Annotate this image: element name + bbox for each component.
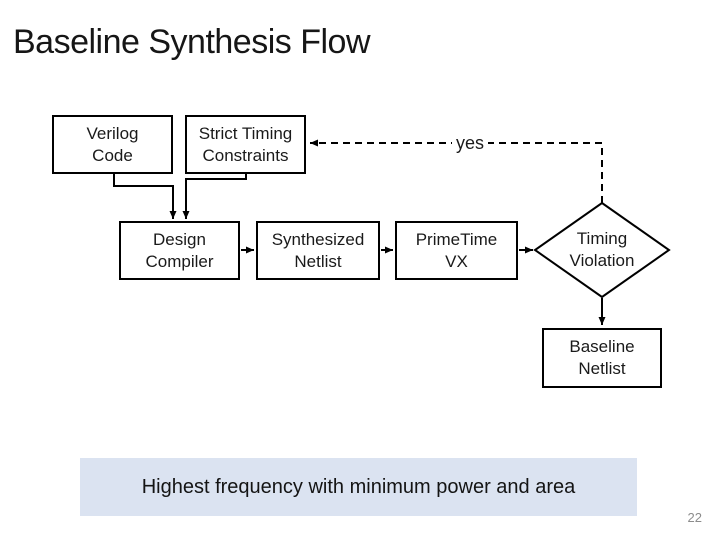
edge-label-yes: yes	[452, 131, 489, 155]
node-strict-timing-constraints: Strict Timing Constraints	[185, 115, 306, 174]
node-timing-violation-line1: Timing	[576, 229, 628, 248]
node-design-compiler: Design Compiler	[119, 221, 240, 280]
node-synthesized-netlist-line2: Netlist	[294, 251, 342, 271]
node-verilog-code-line1: Verilog	[86, 123, 139, 143]
page-title: Baseline Synthesis Flow	[13, 23, 371, 61]
timing-violation-diamond	[533, 201, 671, 299]
node-timing-violation-label: Timing Violation	[547, 227, 657, 273]
connector-constraints-to-design-compiler	[182, 174, 247, 219]
feedback-yes-arrow	[310, 139, 603, 203]
node-design-compiler-line1: Design	[153, 229, 206, 249]
connector-verilog-to-design-compiler	[113, 174, 177, 219]
page-number: 22	[687, 510, 702, 525]
node-primetime-vx: PrimeTime VX	[395, 221, 518, 280]
node-verilog-code: Verilog Code	[52, 115, 173, 174]
node-primetime-vx-line1: PrimeTime	[415, 229, 498, 249]
node-synthesized-netlist-line1: Synthesized	[271, 229, 365, 249]
node-baseline-netlist-line1: Baseline	[569, 337, 635, 356]
caption-text: Highest frequency with minimum power and…	[141, 476, 576, 498]
node-timing-violation-line2: Violation	[569, 251, 635, 270]
node-strict-timing-constraints-line1: Strict Timing	[198, 123, 293, 143]
node-baseline-netlist: Baseline Netlist	[542, 328, 662, 388]
node-baseline-netlist-line2: Netlist	[578, 359, 626, 378]
caption-box: Highest frequency with minimum power and…	[80, 458, 637, 516]
node-strict-timing-constraints-line2: Constraints	[202, 145, 289, 165]
node-verilog-code-line2: Code	[92, 145, 133, 165]
node-primetime-vx-line2: VX	[445, 251, 468, 271]
node-synthesized-netlist: Synthesized Netlist	[256, 221, 380, 280]
node-design-compiler-line2: Compiler	[145, 251, 214, 271]
